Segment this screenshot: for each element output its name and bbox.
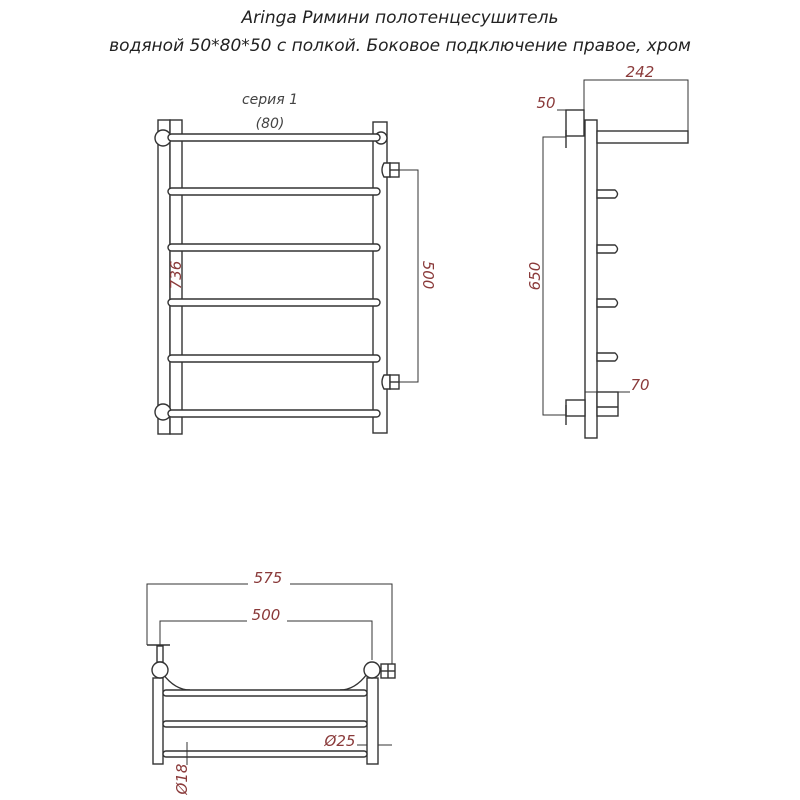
bottom-shelf — [596, 391, 619, 417]
mount-height-dimension-line — [542, 136, 566, 416]
overall-width-dimension-line — [146, 583, 393, 670]
mount-height-dim: 650 — [526, 262, 544, 291]
left-post-section — [151, 661, 169, 679]
shelf-curves — [162, 673, 368, 691]
connection-distance-dim: 500 — [419, 261, 437, 290]
side-view: 242 50 650 70 — [526, 63, 689, 439]
right-post-section — [363, 661, 381, 679]
shelf-bar — [162, 720, 368, 728]
bottom-depth-dim: 70 — [630, 376, 649, 394]
top-view: 575 500 Ø25 Ø18 — [146, 569, 396, 796]
series-size-label: (80) — [256, 116, 285, 132]
top-wall-bracket — [565, 109, 585, 137]
overall-width-dim: 575 — [254, 569, 283, 587]
rung — [167, 409, 381, 418]
rung — [167, 354, 381, 363]
top-fitting — [381, 162, 400, 178]
post-diameter-dim: Ø25 — [324, 732, 356, 750]
connection-dimension-line — [399, 169, 419, 383]
drawing-title-line-1: Aringa Римини полотенцесушитель — [241, 8, 559, 28]
rungs — [167, 133, 381, 418]
series-label: серия 1 — [242, 92, 298, 108]
shelf-depth-dimension-line — [583, 79, 689, 140]
drawing-title-line-2: водяной 50*80*50 с полкой. Боковое подкл… — [109, 36, 691, 56]
shelf-bar — [162, 750, 368, 758]
top-right-post — [366, 677, 379, 765]
shelf-bar — [162, 689, 368, 697]
side-hooks — [596, 189, 619, 362]
top-left-post — [152, 677, 164, 765]
rung — [167, 298, 381, 307]
axis-width-dim: 500 — [252, 606, 281, 624]
shelf-depth-dim: 242 — [626, 63, 655, 81]
rung — [167, 133, 381, 142]
rung — [167, 187, 381, 196]
bottom-wall-bracket — [565, 399, 586, 417]
top-shelf — [596, 130, 689, 144]
height-dim: 736 — [167, 261, 185, 290]
wall-mount-left — [156, 645, 164, 663]
axis-width-dimension-line — [159, 620, 373, 660]
side-post — [584, 119, 598, 439]
bottom-fitting — [381, 374, 400, 390]
rung — [167, 243, 381, 252]
front-view: серия 1 (80) 500 736 — [154, 92, 437, 435]
bar-diameter-dim: Ø18 — [173, 764, 191, 796]
wall-offset-dim: 50 — [536, 94, 555, 112]
